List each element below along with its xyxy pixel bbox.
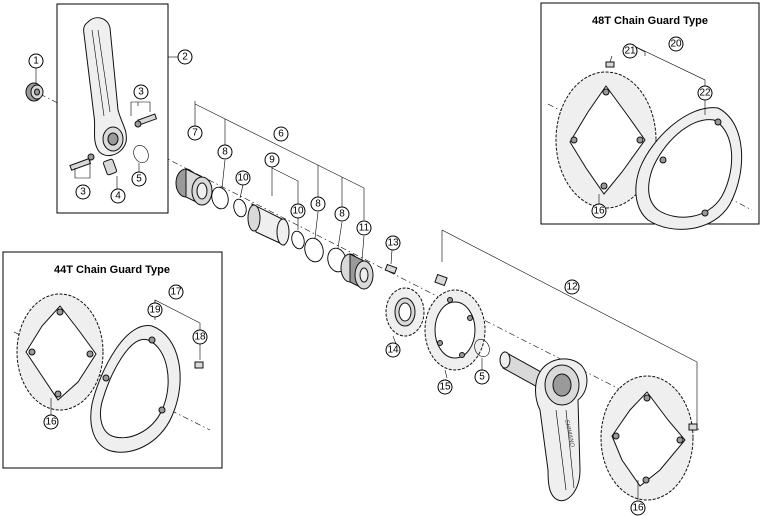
chainguard-48t-title: 48T Chain Guard Type xyxy=(592,15,708,27)
callout-19: 19 xyxy=(147,302,163,318)
inner-cover xyxy=(247,203,290,246)
chainguard-44t-title: 44T Chain Guard Type xyxy=(54,264,170,276)
svg-text:9: 9 xyxy=(269,155,275,166)
crank-brand-label: SHIMANO xyxy=(563,419,575,448)
svg-text:22: 22 xyxy=(699,88,711,99)
callout-12: 12 xyxy=(564,279,580,295)
svg-text:11: 11 xyxy=(359,223,370,234)
svg-text:16: 16 xyxy=(593,206,605,217)
callout-9: 9 xyxy=(264,152,280,168)
svg-text:13: 13 xyxy=(387,238,399,249)
chainring-44t xyxy=(16,293,104,411)
svg-text:3: 3 xyxy=(80,187,86,198)
svg-text:10: 10 xyxy=(292,206,304,217)
callout-21: 21 xyxy=(622,43,638,59)
o-ring-left xyxy=(133,145,149,163)
safety-plate xyxy=(102,158,118,176)
svg-text:20: 20 xyxy=(670,39,682,50)
svg-text:12: 12 xyxy=(566,282,578,293)
svg-text:5: 5 xyxy=(136,174,142,185)
chainring-bolt-small xyxy=(384,263,398,275)
svg-text:17: 17 xyxy=(170,287,182,298)
crank-pinch-bolt-upper xyxy=(134,113,158,128)
callout-18: 18 xyxy=(192,329,208,345)
callout-11: 11 xyxy=(356,220,372,236)
svg-text:8: 8 xyxy=(339,209,345,220)
callout-8-b: 8 xyxy=(310,196,326,212)
callout-13: 13 xyxy=(385,235,401,251)
spacer-ring-2 xyxy=(233,198,247,218)
callout-5-left: 5 xyxy=(131,171,147,187)
svg-text:7: 7 xyxy=(192,128,198,139)
callout-8-c: 8 xyxy=(334,206,350,222)
svg-text:14: 14 xyxy=(387,345,399,356)
callout-3-upper: 3 xyxy=(133,84,149,100)
callout-5-right: 5 xyxy=(474,369,490,385)
chain-guard-44t xyxy=(90,325,181,453)
callout-10-b: 10 xyxy=(290,203,306,219)
callout-8-a: 8 xyxy=(217,144,233,160)
callout-17: 17 xyxy=(168,284,184,300)
chain-guard-bolt-44t xyxy=(194,361,204,369)
chain-guard-bolt-48t xyxy=(605,61,615,68)
bracket-group-6 xyxy=(194,101,365,220)
svg-text:2: 2 xyxy=(182,52,188,63)
callout-16-48t: 16 xyxy=(591,203,607,219)
spacer-ring-1 xyxy=(211,186,229,210)
crank-pinch-bolt-lower xyxy=(69,153,95,171)
svg-text:15: 15 xyxy=(439,382,451,393)
left-crank-arm xyxy=(83,17,127,157)
svg-text:16: 16 xyxy=(632,503,644,514)
svg-text:19: 19 xyxy=(149,305,161,316)
callout-10-a: 10 xyxy=(235,170,251,186)
callout-22: 22 xyxy=(697,85,713,101)
spacer-ring-4 xyxy=(304,237,324,263)
callout-4: 4 xyxy=(110,188,126,204)
svg-text:16: 16 xyxy=(45,417,57,428)
spacer-ring-3 xyxy=(291,230,305,250)
chainring-48t xyxy=(555,71,657,209)
left-adapter-cup xyxy=(175,168,213,206)
svg-text:5: 5 xyxy=(479,372,485,383)
small-chainring xyxy=(385,287,425,337)
callout-6: 6 xyxy=(273,126,289,142)
svg-text:8: 8 xyxy=(315,199,321,210)
right-adapter-cup xyxy=(340,253,374,290)
middle-chainring xyxy=(424,289,486,371)
svg-text:8: 8 xyxy=(222,147,228,158)
callout-3-lower: 3 xyxy=(75,184,91,200)
callout-14: 14 xyxy=(385,342,401,358)
callout-16-right: 16 xyxy=(630,500,646,516)
svg-text:3: 3 xyxy=(138,87,144,98)
chainring-bolt-large xyxy=(434,273,448,287)
chainring-fixing-bolt xyxy=(688,423,698,431)
svg-text:21: 21 xyxy=(624,46,636,57)
svg-text:4: 4 xyxy=(115,191,121,202)
o-ring-right xyxy=(474,339,490,357)
callout-15: 15 xyxy=(437,379,453,395)
chain-guard-48t xyxy=(635,107,743,230)
callout-2: 2 xyxy=(177,49,193,65)
svg-text:18: 18 xyxy=(194,332,206,343)
callout-20: 20 xyxy=(668,36,684,52)
svg-text:6: 6 xyxy=(278,129,284,140)
crank-arm-fixing-bolt xyxy=(25,82,44,102)
svg-text:1: 1 xyxy=(33,56,39,67)
callout-7: 7 xyxy=(187,125,203,141)
svg-text:10: 10 xyxy=(237,173,249,184)
callout-16-44t: 16 xyxy=(43,414,59,430)
right-crank-arm: SHIMANO xyxy=(499,351,588,502)
right-outer-chainring xyxy=(600,375,694,501)
callout-1: 1 xyxy=(28,53,44,69)
